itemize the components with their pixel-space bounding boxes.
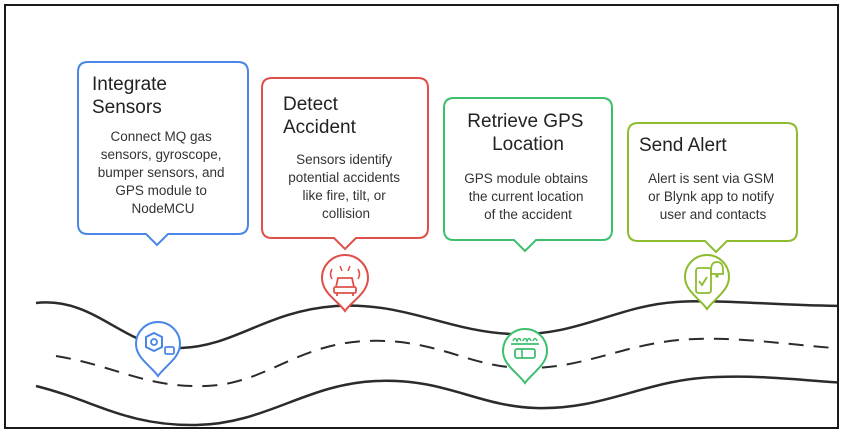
step-callout-box [627,122,798,254]
process-roadmap: Integrate Sensors Connect MQ gas sensors… [35,61,837,427]
gps-module-icon [501,328,549,385]
step-title: Detect Accident [283,94,357,138]
road-center-dashes [55,337,837,388]
step-send-alert: Send Alert Alert is sent via GSM or Blyn… [627,122,798,311]
step-detect-accident: Detect Accident Sensors identify potenti… [261,77,429,313]
sensor-hexagon-icon [134,321,182,378]
road-edge-bottom [35,375,837,427]
step-description: Sensors identify potential accidents lik… [288,152,404,221]
step-callout-box [443,97,613,253]
step-callout-box [77,61,249,247]
step-description: Connect MQ gas sensors, gyroscope, bumpe… [98,129,229,216]
step-callout-box [261,77,429,251]
step-description: Alert is sent via GSM or Blynk app to no… [648,171,778,222]
step-title: Send Alert [639,135,727,156]
step-description: GPS module obtains the current location … [464,171,592,222]
step-title: Integrate Sensors [92,74,172,118]
diagram-frame: Integrate Sensors Connect MQ gas sensors… [4,4,839,429]
phone-alert-icon [683,254,731,311]
step-title: Retrieve GPS Location [467,111,588,155]
step-retrieve-gps-location: Retrieve GPS Location GPS module obtains… [443,97,613,385]
car-crash-icon [320,254,370,313]
step-integrate-sensors: Integrate Sensors Connect MQ gas sensors… [77,61,249,378]
